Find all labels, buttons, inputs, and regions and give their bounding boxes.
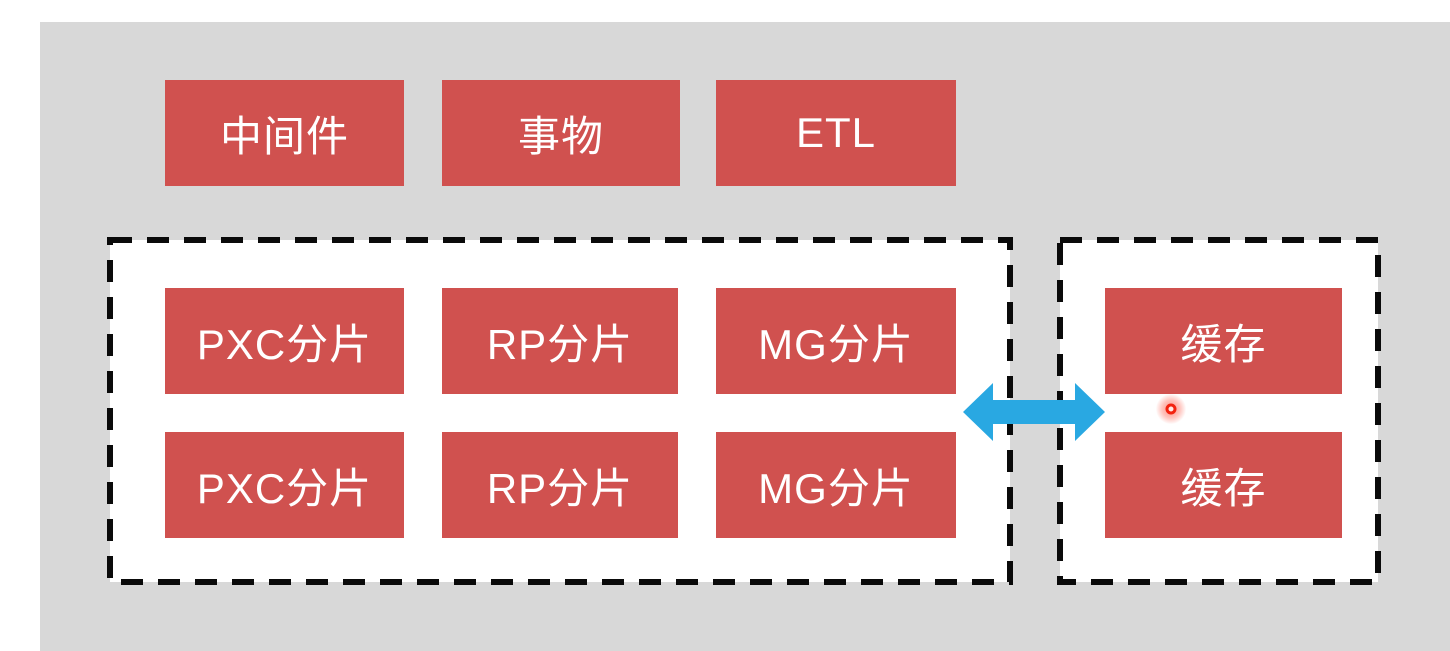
node-etl: ETL [716, 80, 956, 186]
node-label: MG分片 [758, 320, 914, 368]
node-rp-shard-1: RP分片 [442, 288, 678, 394]
node-label: 缓存 [1180, 464, 1267, 512]
node-label: MG分片 [758, 464, 914, 512]
node-label: PXC分片 [196, 464, 373, 512]
node-label: 缓存 [1180, 320, 1267, 368]
node-label: RP分片 [486, 464, 634, 512]
click-indicator-dot [1156, 394, 1186, 424]
node-transaction: 事物 [442, 80, 680, 186]
node-mg-shard-2: MG分片 [716, 432, 956, 538]
node-label: RP分片 [486, 320, 634, 368]
node-label: ETL [795, 109, 877, 156]
double-headed-arrow-icon [963, 383, 1105, 441]
node-middleware: 中间件 [165, 80, 404, 186]
click-indicator-ring [1165, 403, 1177, 415]
node-pxc-shard-2: PXC分片 [165, 432, 404, 538]
node-label: PXC分片 [196, 320, 373, 368]
node-rp-shard-2: RP分片 [442, 432, 678, 538]
node-cache-2: 缓存 [1105, 432, 1342, 538]
node-label: 中间件 [219, 112, 349, 160]
node-mg-shard-1: MG分片 [716, 288, 956, 394]
node-pxc-shard-1: PXC分片 [165, 288, 404, 394]
node-cache-1: 缓存 [1105, 288, 1342, 394]
node-label: 事物 [517, 112, 604, 160]
